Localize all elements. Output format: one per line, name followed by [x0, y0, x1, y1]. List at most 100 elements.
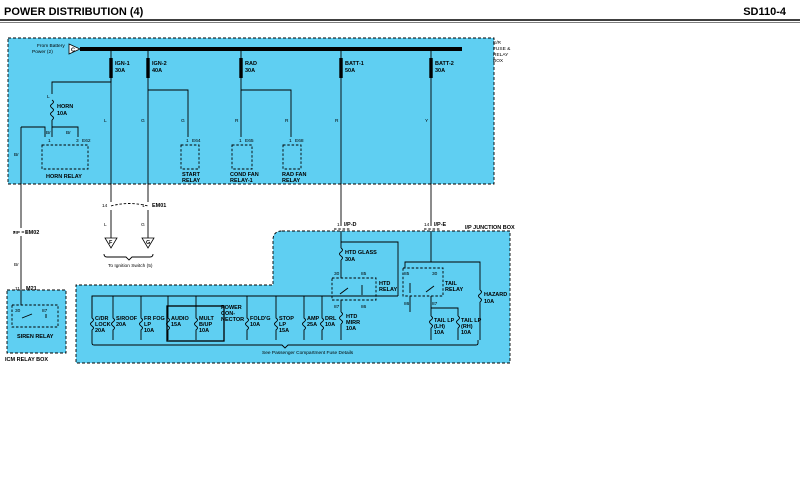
er-box-label-3: RELAY — [493, 52, 509, 58]
ignition-caption: To Ignition Switch (5) — [108, 263, 153, 269]
ip-fuse-label: AUDIO — [171, 316, 189, 322]
ip-box-label: I/P JUNCTION BOX — [465, 225, 515, 231]
em01-pin-1: 1 — [142, 203, 145, 209]
fuse-ign1-rating: 30A — [115, 68, 125, 74]
rad-fan-label-2: RELAY — [282, 178, 300, 184]
rad-fan-pin: 1 — [289, 138, 292, 144]
horn-pin-3: 3 — [76, 138, 79, 144]
wire-batt2-code: Y — [425, 118, 429, 124]
icm-relay-box-panel — [6, 289, 67, 354]
ip-fuse-label: 15A — [171, 322, 181, 328]
power-connector-2: CON- — [221, 311, 235, 317]
horn-relay-box — [41, 144, 89, 170]
tail-relay-label-1: TAIL — [445, 281, 457, 287]
er-fuse-box-panel — [7, 37, 495, 185]
ign-wire-l: L — [104, 222, 107, 228]
start-relay-wire: G — [181, 118, 185, 124]
power-connector-box — [166, 305, 225, 342]
htd-relay-switch — [339, 285, 363, 295]
siren-switch — [21, 313, 47, 319]
em02-label: EM02 — [25, 230, 39, 236]
ip-fuse-2 — [139, 296, 143, 340]
fuse-batt1-name: BATT-1 — [345, 61, 364, 67]
hazard-rating: 10A — [484, 299, 494, 305]
ignition-terminal-f-label: F — [109, 240, 113, 246]
ip-fuse-label: 10A — [325, 322, 335, 328]
from-battery-label-1: From Battery — [37, 43, 65, 49]
horn-pin-1: 1 — [48, 138, 51, 144]
em02-wire: Br — [14, 262, 19, 268]
ip-fuse-label: S/ROOF — [116, 316, 138, 322]
siren-relay-label: SIREN RELAY — [17, 334, 54, 340]
horn-fuse-rating: 10A — [57, 111, 67, 117]
start-relay-box — [180, 144, 200, 170]
busbar-drops — [110, 49, 432, 58]
em01-label: EM01 — [152, 203, 166, 209]
ip-fuse-label: 25A — [307, 322, 317, 328]
fuse-ign1-name: IGN-1 — [115, 61, 130, 67]
wire-horn-in-code: L — [47, 94, 50, 100]
from-battery-label-2: Power (2) — [32, 49, 53, 55]
wire-ign1-code: L — [104, 118, 107, 124]
siren-pin-87: 87 — [42, 308, 48, 314]
m21-pin: 11 — [15, 286, 20, 292]
cond-fan-label-2: RELAY-1 — [230, 178, 253, 184]
ip-fuse-7 — [302, 296, 306, 340]
ip-fuse-5 — [245, 296, 249, 340]
wire-horn-relay-in — [51, 120, 79, 137]
ip-fuse-label: B/UP — [199, 322, 212, 328]
ip-fuse-label: 20A — [95, 328, 105, 334]
tail-relay-box — [402, 267, 444, 297]
page-title: POWER DISTRIBUTION (4) — [4, 6, 144, 18]
tail-lh-fuse — [429, 315, 433, 329]
ip-fuse-label: C/DR — [95, 316, 108, 322]
rad-fan-relay-box — [282, 144, 302, 170]
cond-fan-label-1: COND FAN — [230, 172, 259, 178]
tail-lh-1: TAIL LP — [434, 318, 455, 324]
ip-fuse-label: 10A — [144, 328, 154, 334]
ip-fuse-label: 15A — [279, 328, 289, 334]
ip-fuse-label: LP — [144, 322, 151, 328]
fuse-details-brace — [91, 340, 479, 349]
start-relay-label-1: START — [182, 172, 201, 178]
ip-fuse-label: FOLD'G — [250, 316, 271, 322]
start-relay-connector: E64 — [192, 138, 201, 144]
m21-label: M21 — [26, 286, 37, 292]
ip-fuse-4 — [194, 296, 198, 340]
htd-relay-label-2: RELAY — [379, 287, 397, 293]
ip-fuse-label: LP — [279, 322, 286, 328]
horn-wire-br1: Br — [46, 130, 51, 136]
ipe-label: I/P-E — [434, 222, 447, 228]
htd-glass-fuse — [339, 247, 343, 261]
tail-rh-fuse — [456, 315, 460, 329]
ip-fuse-1 — [111, 296, 115, 340]
ip-fuse-8 — [320, 296, 324, 340]
ip-junction-box-panel — [75, 230, 511, 364]
htd-glass-name: HTD GLASS — [345, 250, 377, 256]
er-box-label-2: FUSE & — [493, 46, 511, 52]
ip-fuse-6 — [274, 296, 278, 340]
htd-relay-label-1: HTD — [379, 281, 390, 287]
page-id: SD110-4 — [743, 6, 786, 18]
ignition-terminal-g-label: G — [146, 240, 150, 246]
ipe-pin: 14 — [424, 222, 430, 228]
wire-rad-fan — [240, 78, 292, 137]
horn-wire-br2: Br — [66, 130, 71, 136]
htd-pin-87: 87 — [334, 304, 340, 310]
ip-fuse-label: DRL — [325, 316, 337, 322]
ignition-brace — [103, 253, 154, 261]
htd-mirr-3: 10A — [346, 326, 356, 332]
em02-pin: 28 — [13, 230, 19, 236]
wire-ipd-feed — [340, 231, 399, 268]
htd-mirr-1: HTD — [346, 314, 357, 320]
wire-batt1-code: R — [335, 118, 339, 124]
ip-fuse-label: LOCK — [95, 322, 111, 328]
ip-fuse-label: MULT — [199, 316, 215, 322]
start-relay-pin: 1 — [186, 138, 189, 144]
tail-pin-85: 85 — [404, 271, 410, 277]
siren-relay-box — [11, 304, 59, 328]
wire-ign2-code: G — [141, 118, 145, 124]
fuse-ign2-rating: 40A — [152, 68, 162, 74]
fuse-batt1-rating: 50A — [345, 68, 355, 74]
